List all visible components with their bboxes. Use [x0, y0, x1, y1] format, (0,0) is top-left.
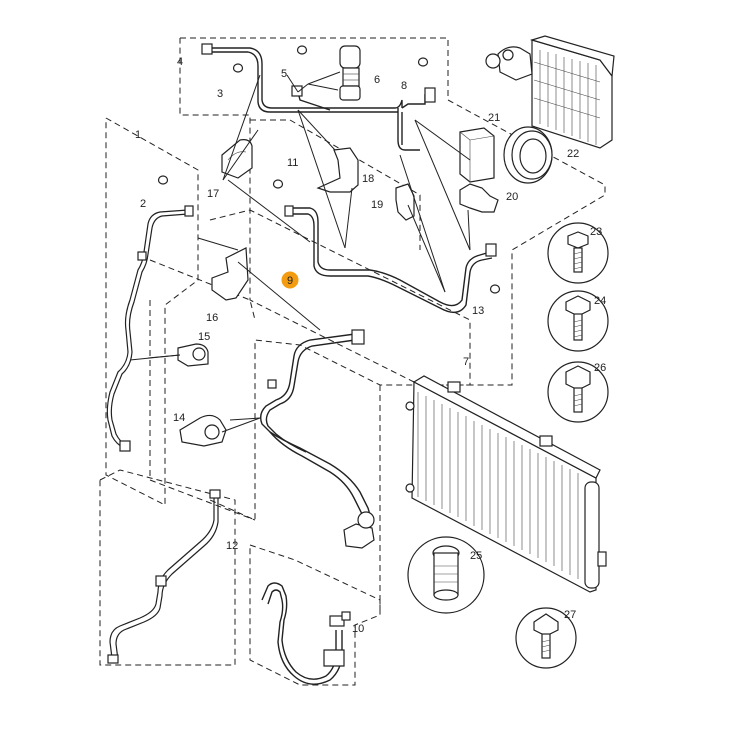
callout-22: 22 — [567, 148, 579, 160]
callout-17: 17 — [207, 188, 219, 200]
callout-20: 20 — [506, 191, 518, 203]
evaporator-unit — [485, 35, 615, 149]
o-ring-11 — [272, 179, 284, 189]
callout-8: 8 — [401, 80, 407, 92]
callout-9: 9 — [287, 275, 293, 287]
o-ring-13 — [489, 284, 501, 294]
bracket-16 — [211, 247, 249, 301]
callout-labels: 1 2 3 4 5 6 7 8 9 10 11 12 13 14 15 16 1… — [135, 56, 606, 635]
callout-4: 4 — [177, 56, 183, 68]
callout-11: 11 — [287, 157, 298, 169]
condenser — [405, 375, 607, 593]
callout-12: 12 — [226, 540, 238, 552]
pressure-switch-6 — [339, 45, 361, 101]
callout-26: 26 — [594, 362, 606, 374]
bolt-detail-25 — [407, 536, 485, 614]
clip-20 — [459, 183, 499, 213]
callout-13: 13 — [472, 305, 484, 317]
pipe-part-12 — [107, 489, 221, 664]
block-21 — [459, 127, 495, 183]
callout-24: 24 — [594, 295, 606, 307]
callout-21: 21 — [488, 112, 500, 124]
o-ring-5 — [296, 45, 308, 55]
gasket-22 — [503, 126, 553, 184]
bracket-18 — [316, 147, 359, 193]
callout-5: 5 — [281, 68, 287, 80]
o-ring-3 — [232, 63, 244, 73]
clip-19 — [395, 183, 415, 221]
hose-part-10 — [261, 582, 351, 685]
bolt-detail-24 — [547, 290, 609, 352]
callout-15: 15 — [198, 331, 210, 343]
pipe-part-1 — [106, 205, 194, 452]
callout-25: 25 — [470, 550, 482, 562]
o-ring-2 — [157, 175, 169, 185]
callout-18: 18 — [362, 173, 374, 185]
bolt-detail-23 — [547, 222, 609, 284]
hose-part-7 — [259, 329, 375, 549]
callout-1: 1 — [135, 129, 141, 141]
callout-10: 10 — [352, 623, 364, 635]
callout-16: 16 — [206, 312, 218, 324]
callout-27: 27 — [564, 609, 576, 621]
bolt-detail-27 — [515, 607, 577, 669]
o-ring-8 — [417, 57, 429, 67]
callout-6: 6 — [374, 74, 380, 86]
callout-23: 23 — [590, 226, 602, 238]
callout-19: 19 — [371, 199, 383, 211]
bolt-detail-26 — [547, 361, 609, 423]
highlight-marker — [281, 271, 299, 289]
callout-3: 3 — [217, 88, 223, 100]
group-outlines — [99, 37, 606, 686]
callout-2: 2 — [140, 198, 146, 210]
callout-14: 14 — [173, 412, 185, 424]
callout-7: 7 — [463, 356, 469, 368]
leader-lines — [129, 71, 471, 433]
